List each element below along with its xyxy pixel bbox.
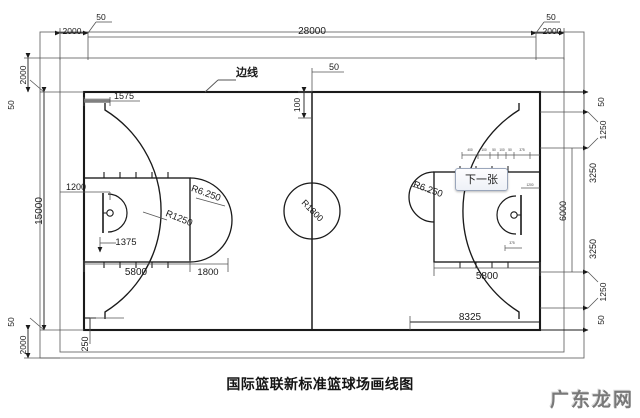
dim-left-basket-offset [97,237,116,253]
left-half-court [84,98,233,330]
left-lane-ticks-bottom [103,262,169,268]
right-micro-dimension-ticks [461,152,540,159]
svg-text:375: 375 [519,148,525,152]
dim-left-corner-gap [190,258,229,272]
dim-1200-label: 1200 [66,182,86,192]
dim-right-3pt-leader [411,185,431,193]
dim-right-baseline-to-arc [409,316,540,330]
dim-left-ft-radius-leader [142,211,168,221]
dim-right-3250-bottom-label: 3250 [588,239,598,259]
dim-right-top-linewidth-label: 50 [596,97,606,107]
dim-left-5800-label: 5800 [125,267,148,278]
svg-text:100: 100 [499,148,505,152]
center-circle [283,182,341,240]
dim-left-baseline-offset [89,317,124,344]
dimension-left [24,53,84,359]
left-key-rectangle [84,177,191,263]
svg-text:100: 100 [481,148,487,152]
dimension-center-line [298,68,344,119]
dim-left-key-halfwidth [60,191,111,200]
left-basket-ring [106,209,114,217]
left-free-throw-circle-solid [189,177,233,263]
dim-right-3250-top-label: 3250 [588,163,598,183]
svg-text:50: 50 [492,148,496,152]
right-lane-ticks-bottom [459,262,509,268]
dim-center-linewidth-label: 50 [329,62,339,72]
left-three-point-line [104,103,162,319]
dim-right-6000-label: 6000 [558,201,568,221]
dim-right-1250-top-label: 1250 [598,120,608,139]
left-lane-ticks-top [103,172,169,178]
right-micro-dimension-values: 400 100 50 100 50 375 [467,148,525,152]
dim-250-label: 250 [80,336,90,351]
svg-text:1200: 1200 [526,183,533,187]
dim-right-R6250-label: R6.250 [412,179,445,200]
svg-text:400: 400 [467,148,473,152]
right-basket-dim [504,245,522,251]
dim-left-3pt-leader [195,197,226,207]
right-free-throw-circle [408,171,435,223]
watermark-label: 广东龙网 [549,389,634,411]
dim-left-backboard-offset [83,97,140,106]
dim-court-width-label: 15000 [34,197,45,225]
dim-center-offset-label: 100 [292,98,302,112]
dim-left-bottom-runoff-label: 2000 [18,335,28,354]
drawing-title: 国际篮联新标准篮球场画线图 [226,377,414,393]
dim-court-length-label: 28000 [298,26,326,37]
svg-text:50: 50 [508,148,512,152]
dim-left-top-runoff-label: 2000 [18,65,28,84]
dim-top-left-runoff-label: 2000 [63,26,82,36]
right-half-court: 400 100 50 100 50 375 1200 375 [408,103,540,319]
right-basket-ring [510,211,518,219]
dimension-right [540,89,599,333]
sideline-label: 边线 [235,65,258,79]
dim-top-right-runoff-label: 2000 [543,26,562,36]
dim-1375-label: 1375 [115,237,136,248]
sideline-leader [204,79,236,93]
dim-8325-label: 8325 [459,312,482,323]
dim-top-left-linewidth-label: 50 [96,12,106,22]
dim-left-key-length [83,260,191,272]
right-three-point-line [462,103,520,319]
dim-right-key-length [433,262,541,276]
left-restricted-arc [107,193,128,233]
dim-top-right-linewidth-label: 50 [546,12,556,22]
right-restricted-arc [496,195,517,235]
dim-1575-label: 1575 [114,91,134,101]
dim-1800-label: 1800 [197,267,218,278]
dim-right-5800-label: 5800 [476,271,499,282]
dim-left-bottom-linewidth-label: 50 [6,317,16,327]
dimension-top [55,21,565,60]
svg-text:375: 375 [509,241,515,245]
dim-left-top-linewidth-label: 50 [6,100,16,110]
dim-right-1250-bottom-label: 1250 [598,282,608,301]
dim-right-bottom-linewidth-label: 50 [596,315,606,325]
next-image-button[interactable]: 下一张 [455,168,508,191]
